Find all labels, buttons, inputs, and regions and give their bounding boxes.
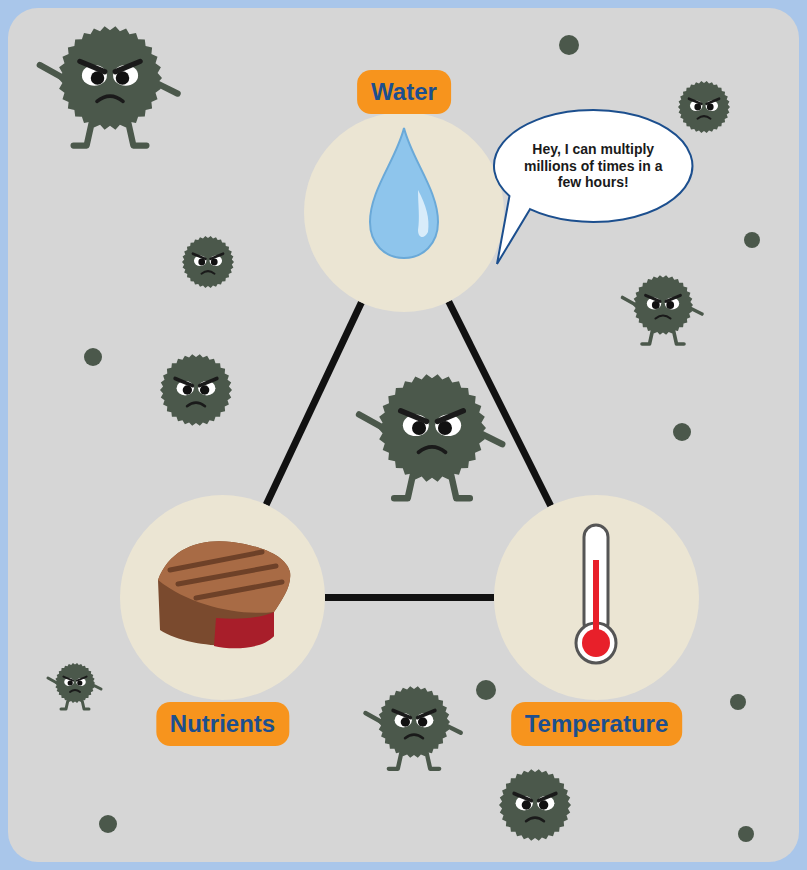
germ-dot [730, 694, 746, 710]
germ-monster [499, 769, 571, 841]
speech-bubble: Hey, I can multiply millions of times in… [492, 108, 694, 224]
factor-label: Water [357, 70, 451, 114]
factor-label: Temperature [511, 702, 683, 746]
germ-monster [678, 81, 730, 133]
germ-monster [182, 236, 234, 288]
germ-monster [365, 686, 460, 769]
germ-dot [99, 815, 117, 833]
germ-monster [40, 26, 178, 145]
triangle-side [325, 594, 494, 601]
thermometer-icon [576, 525, 616, 663]
triangle-side [266, 302, 361, 504]
germ-dot [476, 680, 496, 700]
germ-monster [48, 663, 101, 709]
factor-label: Nutrients [156, 702, 289, 746]
speech-text: Hey, I can multiply millions of times in… [523, 141, 663, 191]
germ-monster [623, 275, 703, 344]
germ-dot [84, 348, 102, 366]
germ-dot [738, 826, 754, 842]
water-drop [370, 128, 438, 258]
bubble-shape [494, 110, 692, 264]
germ-dot [673, 423, 691, 441]
germ-dot [744, 232, 760, 248]
germ-monster [359, 374, 502, 498]
steak-icon [158, 541, 290, 648]
germ-dot [559, 35, 579, 55]
germ-monster [160, 354, 232, 426]
